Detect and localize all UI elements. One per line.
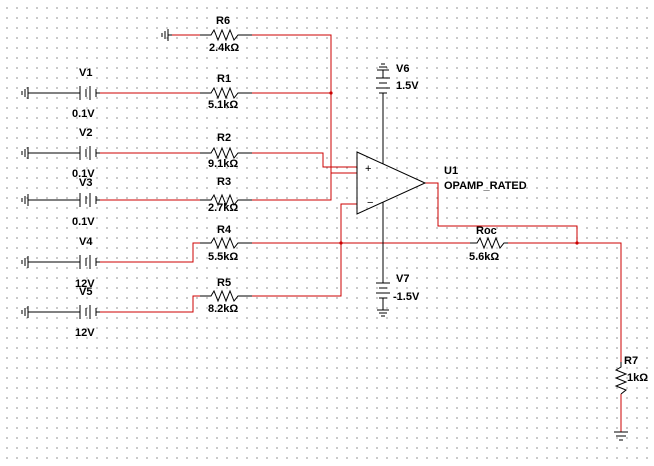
r3-ref-label: R3 — [217, 176, 231, 188]
resistors — [200, 28, 628, 395]
ground-icon — [21, 87, 70, 99]
junction-dot — [339, 241, 343, 245]
v3-value-label: 0.1V — [72, 216, 95, 228]
wire-r5-net — [100, 203, 357, 313]
ground-icon — [377, 63, 389, 71]
v2-ref-label: V2 — [79, 127, 92, 139]
r7-value-label: 1kΩ — [627, 372, 648, 384]
wire-r4-net — [100, 242, 470, 263]
battery-icon-v6 — [376, 70, 390, 98]
r2-ref-label: R2 — [217, 132, 231, 144]
v3-ref-label: V3 — [79, 177, 92, 189]
battery-icon-v4 — [70, 255, 100, 269]
ground-icon — [21, 306, 70, 318]
v7-value-label: -1.5V — [393, 291, 420, 303]
opamp-model-label: OPAMP_RATED — [444, 180, 527, 192]
battery-icon-v3 — [70, 193, 100, 207]
r5-value-label: 8.2kΩ — [208, 303, 238, 315]
battery-icon-v1 — [70, 86, 100, 100]
resistor-r3-icon — [200, 193, 252, 207]
v6-ref-label: V6 — [396, 63, 409, 75]
v4-ref-label: V4 — [79, 236, 93, 248]
opamp-triangle-icon — [356, 151, 427, 215]
v1-ref-label: V1 — [79, 67, 92, 79]
v1-value-label: 0.1V — [72, 108, 95, 120]
resistor-r2-icon — [200, 146, 252, 160]
opamp-plus-sign: + — [365, 163, 371, 175]
r7-ref-label: R7 — [624, 355, 638, 367]
junction-dot — [329, 91, 333, 95]
roc-ref-label: Roc — [476, 225, 497, 237]
opamp-u1 — [356, 98, 427, 265]
resistor-r5-icon — [200, 289, 252, 303]
r1-value-label: 5.1kΩ — [208, 99, 238, 111]
r1-ref-label: R1 — [217, 73, 231, 85]
r4-value-label: 5.5kΩ — [208, 251, 238, 263]
battery-icon-v2 — [70, 146, 100, 160]
battery-icon-v7 — [376, 265, 390, 310]
resistor-r1-icon — [200, 86, 252, 100]
ground-icon — [21, 256, 70, 268]
ground-icon — [614, 431, 628, 441]
battery-icon-v5 — [70, 305, 100, 319]
r4-ref-label: R4 — [217, 224, 232, 236]
r2-value-label: 9.1kΩ — [208, 158, 238, 170]
wire-r3-net — [100, 173, 332, 201]
wire-r6-net — [168, 34, 357, 174]
resistor-r4-icon — [200, 236, 252, 250]
v7-ref-label: V7 — [396, 273, 409, 285]
resistor-roc-icon — [470, 236, 508, 250]
roc-value-label: 5.6kΩ — [469, 251, 499, 263]
opamp-minus-sign: − — [367, 197, 373, 209]
v4-value-label: 12V — [75, 278, 95, 290]
v2-value-label: 0.1V — [72, 168, 95, 180]
r3-value-label: 2.7kΩ — [208, 202, 238, 214]
r6-value-label: 2.4kΩ — [209, 42, 239, 54]
ground-icon — [377, 309, 389, 317]
r5-ref-label: R5 — [217, 277, 231, 289]
v5-value-label: 12V — [75, 327, 95, 339]
v6-value-label: 1.5V — [396, 80, 419, 92]
wire-output-net — [425, 182, 622, 362]
r6-ref-label: R6 — [216, 15, 230, 27]
ground-icon — [161, 29, 172, 41]
opamp-ref-label: U1 — [444, 165, 458, 177]
ground-icon — [21, 147, 70, 159]
wires — [100, 34, 622, 432]
resistor-r6-icon — [200, 28, 252, 42]
ground-icon — [21, 194, 70, 206]
labels: R6 2.4kΩ V1 0.1V R1 5.1kΩ V2 0.1V R2 9.1… — [72, 15, 648, 384]
resistor-r7-icon — [614, 362, 628, 395]
wire-r2-net — [100, 152, 357, 168]
junctions — [329, 91, 579, 245]
junction-dot — [575, 241, 579, 245]
ground-symbols — [21, 29, 172, 318]
v5-ref-label: V5 — [79, 286, 92, 298]
battery-sources — [70, 86, 100, 319]
